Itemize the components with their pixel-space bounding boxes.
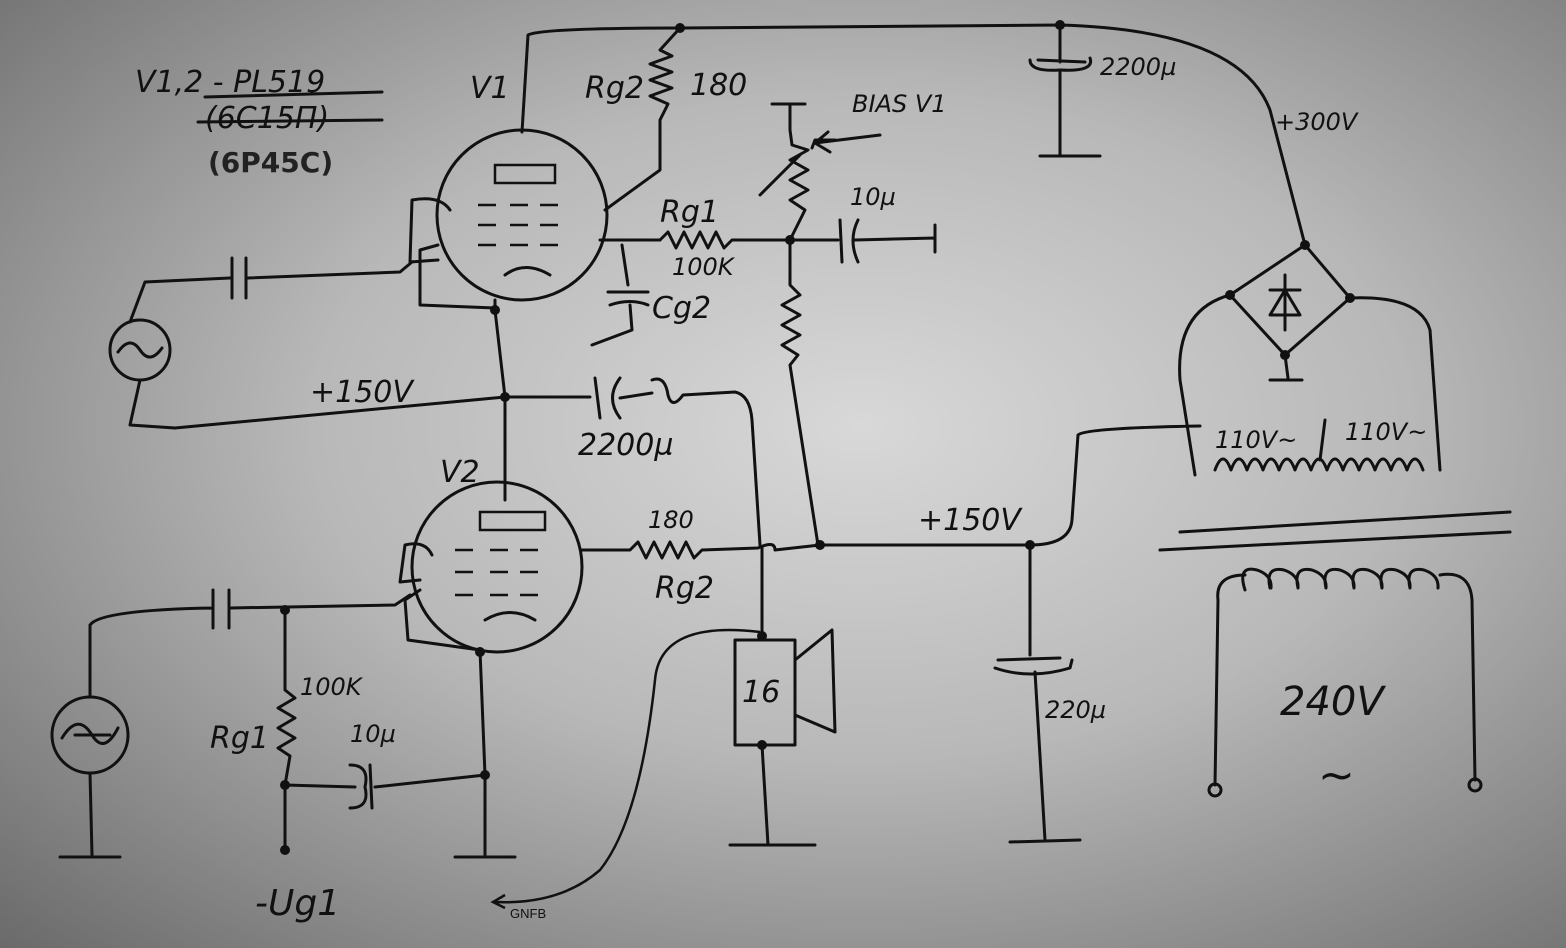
speaker-impedance-label: 16	[742, 675, 780, 710]
rg1-top-name: Rg1	[660, 195, 719, 230]
node	[500, 392, 510, 402]
winding-right-label: 110V~	[1345, 418, 1427, 446]
wire-speaker	[728, 546, 817, 847]
resistor-rg1-top	[658, 230, 792, 250]
wire-top-supply	[520, 23, 1307, 247]
rg2-top-value: 180	[690, 68, 747, 103]
cap-10-top-label: 10µ	[850, 183, 896, 211]
cap-220-label: 220µ	[1045, 696, 1106, 724]
capacitor-10u-bottom	[283, 763, 487, 810]
sine-wave-icon	[116, 341, 164, 359]
speaker-cone-icon	[793, 628, 837, 734]
wire-v2-input	[58, 588, 412, 859]
rg2-bottom-name: Rg2	[655, 571, 714, 606]
strike-through	[196, 90, 384, 124]
resistor-rg2-top	[603, 26, 682, 212]
wire-v1-input	[128, 256, 414, 430]
bias-label: BIAS V1	[852, 90, 947, 118]
cap-10-bottom-label: 10µ	[350, 720, 396, 748]
sine-wave-icon	[60, 722, 120, 745]
capacitor-220u	[993, 543, 1082, 844]
capacitor-10u-top	[788, 218, 937, 264]
rg1-bottom-name: Rg1	[210, 721, 269, 756]
capacitor-2200u-mid	[593, 376, 762, 547]
wire-v1-grid	[408, 197, 662, 310]
replacement-tube-label: (6P45C)	[208, 146, 333, 179]
transformer	[1158, 418, 1512, 798]
capacitor-cg2	[590, 243, 650, 347]
supply-150-left-label: +150V	[310, 375, 415, 410]
bias-arrow-icon	[813, 130, 882, 154]
resistor-bias-divider	[780, 238, 820, 547]
capacitor-2200u-top	[1028, 23, 1102, 158]
crossed-out-tube-label: (6C15П)	[205, 101, 329, 136]
node	[815, 540, 825, 550]
node	[757, 740, 767, 750]
node	[280, 845, 290, 855]
node	[757, 631, 767, 641]
feedback-arrow	[490, 628, 761, 910]
cap-2200-mid-label: 2200µ	[578, 428, 673, 463]
supply-300-label: +300V	[1275, 108, 1359, 136]
v1-label: V1	[470, 71, 510, 106]
feedback-label: GNFB	[510, 906, 546, 921]
diode-icon	[1268, 273, 1302, 332]
cap-top-label: 2200µ	[1100, 53, 1176, 81]
node	[475, 647, 485, 657]
node	[490, 305, 500, 315]
supply-150-right-label: +150V	[918, 503, 1023, 538]
rg2-top-name: Rg2	[585, 71, 644, 106]
negative-bias-label: -Ug1	[255, 883, 340, 924]
bias-potentiometer	[758, 102, 837, 242]
mains-terminal	[1467, 777, 1483, 793]
rg1-top-value: 100K	[672, 253, 736, 281]
cg2-label: Cg2	[652, 291, 711, 326]
resistor-rg2-bottom	[580, 540, 1032, 560]
ac-symbol: ~	[1318, 750, 1355, 801]
rg2-bottom-value: 180	[648, 506, 694, 534]
tube-v1	[435, 128, 609, 302]
mains-voltage-label: 240V	[1280, 679, 1386, 725]
resistor-rg1-bottom	[276, 608, 297, 852]
wire-v2-grid	[398, 542, 482, 652]
winding-left-label: 110V~	[1215, 426, 1297, 454]
node	[480, 770, 490, 780]
mains-terminal	[1207, 782, 1223, 798]
wire-v2-cathode	[453, 648, 517, 859]
rg1-bottom-value: 100K	[300, 673, 364, 701]
tube-v2	[410, 480, 584, 654]
wire-150v-supply	[1028, 424, 1202, 547]
bridge-rectifier	[1178, 240, 1442, 477]
